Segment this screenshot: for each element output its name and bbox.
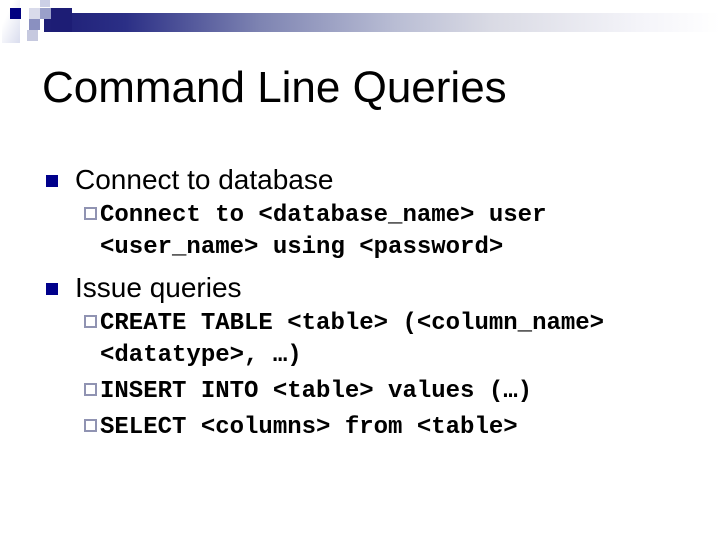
- bullet-label: Issue queries: [75, 272, 242, 303]
- filled-square-bullet-icon: [46, 175, 58, 187]
- bullet-item-connect: Connect to database: [42, 162, 690, 198]
- hollow-square-bullet-icon: [84, 383, 97, 396]
- sub-bullet-text: Connect to <database_name> user <user_na…: [100, 202, 547, 261]
- sub-bullet-insert-into: INSERT INTO <table> values (…): [84, 376, 690, 408]
- deco-square: [10, 8, 21, 19]
- sub-bullet-text: CREATE TABLE <table> (<column_name> <dat…: [100, 310, 605, 369]
- hollow-square-bullet-icon: [84, 315, 97, 328]
- sub-bullet-text: SELECT <columns> from <table>: [100, 414, 518, 441]
- hollow-square-bullet-icon: [84, 207, 97, 220]
- bullet-item-issue-queries: Issue queries: [42, 270, 690, 306]
- header-gradient-bar: [44, 13, 720, 32]
- deco-square: [29, 8, 40, 19]
- deco-square: [40, 0, 50, 7]
- sub-bullet-create-table: CREATE TABLE <table> (<column_name> <dat…: [84, 308, 690, 372]
- deco-square: [29, 19, 40, 30]
- slide-title: Command Line Queries: [42, 63, 507, 112]
- slide-body: Connect to database Connect to <database…: [42, 162, 690, 444]
- sub-bullet-connect-syntax: Connect to <database_name> user <user_na…: [84, 200, 690, 264]
- deco-square: [40, 8, 51, 19]
- filled-square-bullet-icon: [46, 283, 58, 295]
- deco-square: [27, 30, 38, 41]
- sub-bullet-text: INSERT INTO <table> values (…): [100, 378, 533, 405]
- hollow-square-bullet-icon: [84, 419, 97, 432]
- deco-square: [51, 8, 72, 32]
- corner-gradient-strip: [2, 0, 20, 43]
- slide-header-decoration: [0, 0, 720, 50]
- bullet-label: Connect to database: [75, 164, 334, 195]
- sub-bullet-select: SELECT <columns> from <table>: [84, 412, 690, 444]
